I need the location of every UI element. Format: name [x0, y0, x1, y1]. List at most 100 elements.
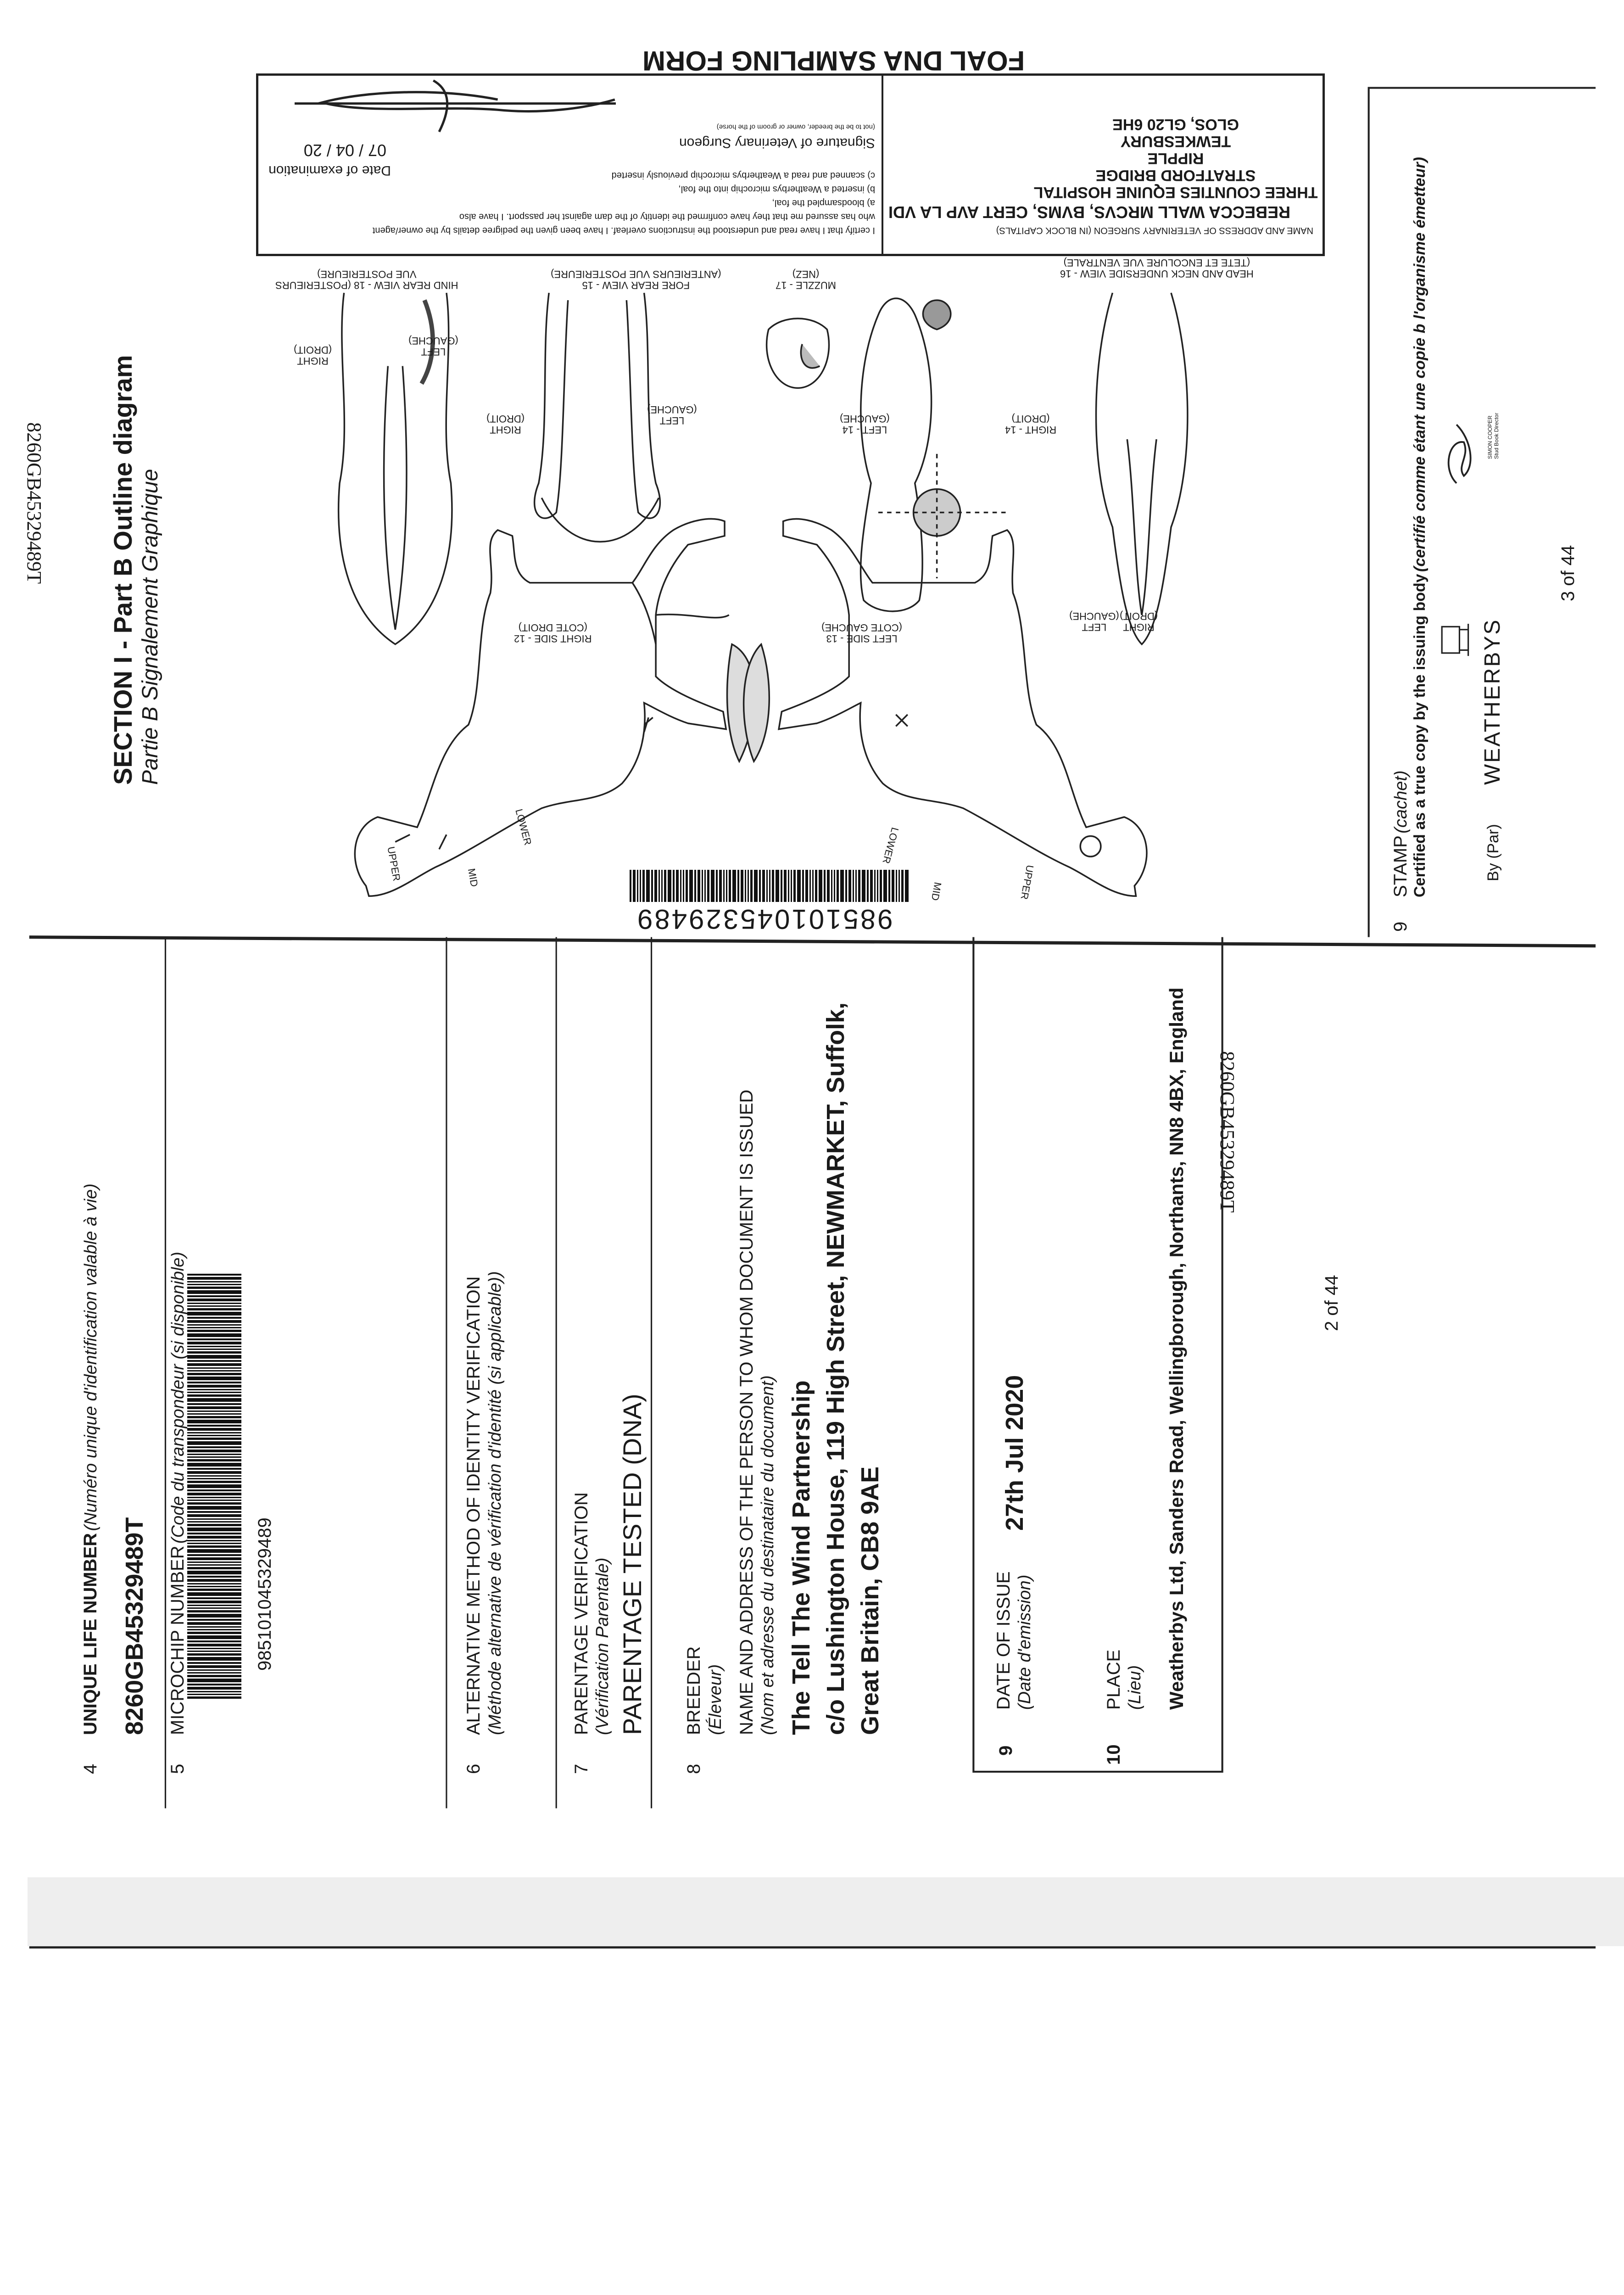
place-label: PLACE: [1104, 1649, 1124, 1710]
barcode-bar: [899, 870, 900, 902]
recipient-line-3: Great Britain, CB8 9AE: [856, 1466, 884, 1735]
right-text: RIGHT: [490, 424, 521, 436]
vet-address-line-1: REBECCA WALL MRCVS, BVMS, CERT AVP LA VD…: [888, 203, 1290, 222]
head-neck-text-fr: (TETE ET ENCOLURE VUE VENTRALE): [1063, 257, 1250, 269]
barcode-bar: [187, 1562, 241, 1563]
barcode-bar: [187, 1342, 241, 1344]
hind-rear-text-fr: VUE POSTERIEURE): [317, 269, 417, 280]
barcode-bar: [815, 870, 817, 902]
barcode-bar: [711, 870, 714, 902]
barcode-bar: [187, 1446, 241, 1448]
barcode-bar: [187, 1564, 241, 1566]
certify-line-2: who has assured me that they have confir…: [459, 212, 875, 222]
exam-date-value: 07 / 04 / 20: [303, 141, 386, 160]
barcode-bar: [793, 870, 796, 902]
barcode-bar: [187, 1521, 241, 1523]
barcode-bar: [748, 870, 749, 902]
barcode-bar: [187, 1644, 241, 1646]
barcode-bar: [187, 1338, 241, 1340]
barcode-bar: [187, 1284, 241, 1285]
horse-top-view-diagram: [859, 297, 1010, 612]
left-side-text-fr: (COTE GAUCHE): [821, 622, 902, 633]
barcode-bar: [187, 1607, 241, 1609]
barcode-bar: [187, 1330, 241, 1332]
certify-line-1: I certify that I have read and understoo…: [372, 225, 875, 235]
barcode-bar: [187, 1651, 241, 1652]
barcode-bar: [187, 1295, 241, 1297]
barcode-bar: [187, 1691, 241, 1692]
right14-text: RIGHT - 14: [1005, 424, 1057, 436]
barcode-bar: [187, 1567, 241, 1569]
unique-life-number-value: 8260GB45329489T: [121, 1517, 148, 1735]
right-side-text-fr: (COTE DROIT): [518, 622, 587, 633]
muzzle-text: MUZZLE - 17: [776, 280, 837, 291]
barcode-bar: [707, 870, 709, 902]
barcode-bar: [187, 1432, 241, 1433]
item-5-number: 5: [167, 1763, 188, 1774]
barcode-bar: [726, 870, 727, 902]
stamp-box: [1367, 87, 1596, 937]
diagram-barcode-number: 985101045329489: [636, 904, 893, 935]
barcode-bar: [651, 870, 653, 902]
fore-right-label: RIGHT(DROIT): [486, 413, 525, 436]
item-10-number: 10: [1104, 1744, 1124, 1765]
muzzle-text-fr: (NEZ): [792, 269, 820, 280]
barcode-bar: [187, 1648, 241, 1649]
barcode-bar: [673, 870, 675, 902]
recipient-line-2: c/o Lushington House, 119 High Street, N…: [822, 1002, 849, 1735]
barcode-bar: [187, 1312, 241, 1315]
unique-life-number-label: UNIQUE LIFE NUMBER (Numéro unique d'iden…: [80, 1183, 101, 1735]
barcode-bar: [633, 870, 636, 902]
parentage-label-fr: (Vérification Parentale): [593, 1557, 612, 1735]
barcode-bar: [840, 870, 844, 902]
barcode-bar: [874, 870, 876, 902]
vet-address-line-4: RIPPLE: [1147, 150, 1204, 167]
barcode-bar: [187, 1382, 241, 1383]
parentage-label: PARENTAGE VERIFICATION: [571, 1492, 592, 1735]
barcode-bar: [791, 870, 792, 902]
certified-en: Certified as a true copy by the issuing …: [1411, 574, 1429, 897]
head-neck-underside-diagram: [1095, 292, 1189, 646]
droit-text: (DROIT): [1011, 413, 1050, 425]
vet-name-label: NAME AND ADDRESS OF VETERINARY SURGEON (…: [996, 225, 1313, 235]
page-divider-line: [29, 935, 1596, 948]
droit-text: (DROIT): [486, 413, 525, 425]
item-4-number: 4: [80, 1763, 100, 1774]
uln-label: UNIQUE LIFE NUMBER: [80, 1533, 100, 1735]
barcode-bar: [867, 870, 869, 902]
barcode-bar: [187, 1324, 241, 1326]
recipient-label: NAME AND ADDRESS OF THE PERSON TO WHOM D…: [737, 1089, 757, 1735]
barcode-bar: [187, 1543, 241, 1544]
date-of-issue-label-fr: (Date d'emission): [1015, 1574, 1034, 1710]
barcode-bar: [689, 870, 693, 902]
barcode-bar: [187, 1511, 241, 1513]
barcode-bar: [664, 870, 666, 902]
barcode-bar: [187, 1413, 241, 1415]
barcode-bar: [187, 1597, 241, 1599]
barcode-bar: [187, 1669, 241, 1671]
neck-left-label: LEFT(GAUCHE): [1069, 610, 1119, 633]
barcode-bar: [896, 870, 897, 902]
signatory-name: SIMON COOPER: [1487, 415, 1493, 459]
barcode-bar: [187, 1351, 241, 1354]
barcode-bar: [187, 1287, 241, 1289]
barcode-bar: [732, 870, 736, 902]
barcode-bar: [901, 870, 904, 902]
top-right14-label: RIGHT - 14(DROIT): [1005, 413, 1057, 436]
fore-rear-text-fr: (ANTERIEURS VUE POSTERIEURE): [551, 269, 721, 280]
barcode-bar: [187, 1349, 241, 1350]
barcode-bar: [187, 1549, 241, 1553]
barcode-bar: [187, 1489, 241, 1491]
microchip-label: MICROCHIP NUMBER: [167, 1545, 188, 1735]
barcode-bar: [187, 1518, 241, 1520]
vet-address-line-6: GLOS, GL20 6HE: [1112, 116, 1239, 133]
muzzle-label: MUZZLE - 17(NEZ): [776, 269, 836, 291]
gauche-text: (GAUCHE): [408, 335, 458, 347]
alt-identity-label: ALTERNATIVE METHOD OF IDENTITY VERIFICAT…: [463, 1276, 484, 1735]
date-of-issue-value: 27th Jul 2020: [1001, 1375, 1028, 1531]
barcode-bar: [187, 1502, 241, 1505]
barcode-bar: [187, 1576, 241, 1578]
barcode-bar: [862, 870, 865, 902]
barcode-bar: [187, 1274, 241, 1276]
barcode-bar: [187, 1500, 241, 1501]
